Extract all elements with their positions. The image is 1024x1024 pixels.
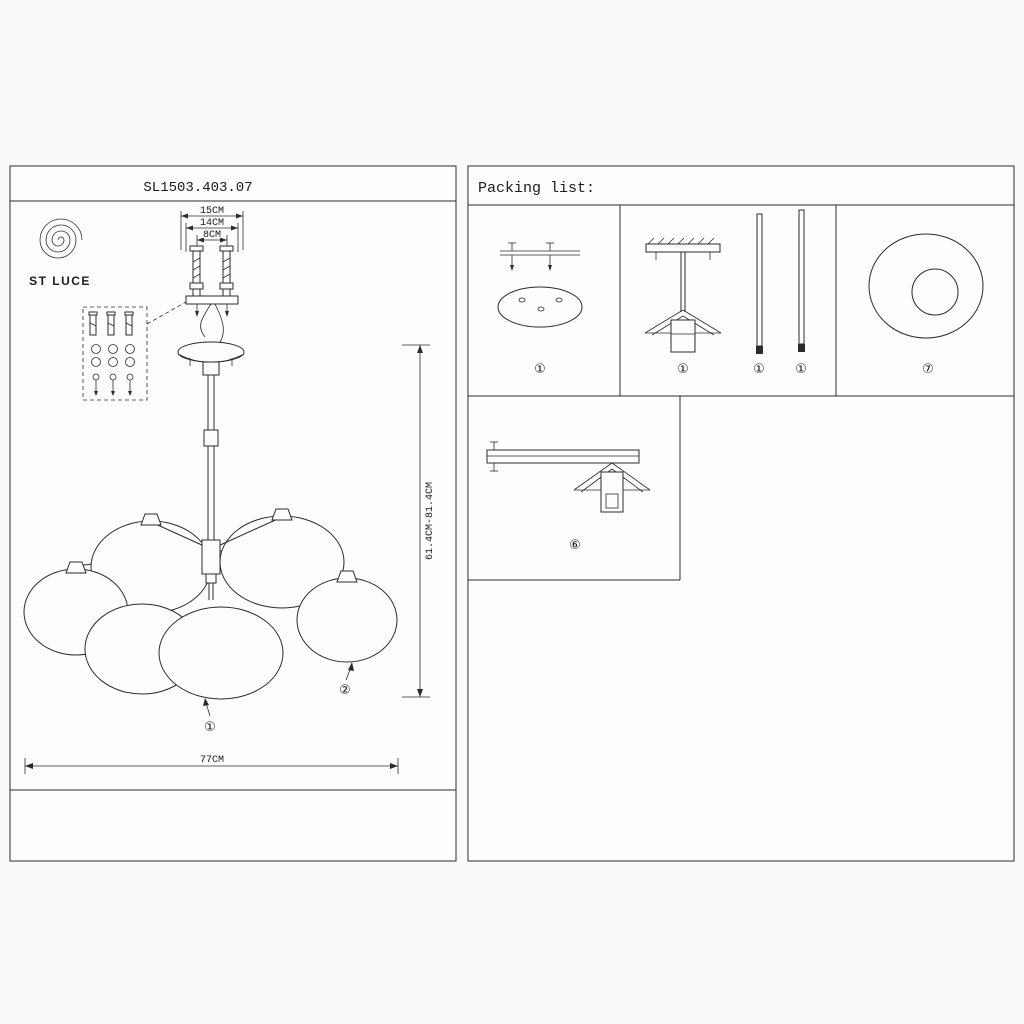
height-dimension: 61.4CM-81.4CM	[402, 344, 436, 698]
dim-total-width: 77CM	[200, 755, 224, 766]
packing-item-stem-assembly: ① ① ①	[644, 209, 807, 377]
wire	[200, 303, 212, 338]
callout-frame: ②	[339, 662, 354, 698]
qty-canopy: ①	[534, 362, 546, 377]
callout-2-label: ②	[339, 683, 351, 698]
shade-socket	[271, 508, 293, 521]
shade-hole	[911, 268, 959, 316]
st-luce-logo: ST LUCE	[29, 218, 91, 288]
brand-name: ST LUCE	[29, 274, 91, 288]
packing-item-canopy: ①	[497, 242, 583, 377]
wire	[214, 303, 224, 345]
shade-socket	[65, 561, 87, 574]
rod-short	[756, 213, 763, 347]
packing-item-glass-shade: ⑦	[868, 233, 984, 377]
callout-shade: ①	[203, 698, 216, 735]
qty-stem-assembly: ①	[677, 362, 689, 377]
packing-list-header: Packing list:	[478, 180, 595, 197]
glass-shade-cluster	[23, 508, 398, 700]
center-hub	[201, 539, 221, 575]
model-number: SL1503.403.07	[143, 180, 252, 196]
spiral-logo-icon	[39, 218, 83, 259]
hardware-detail-box	[82, 301, 187, 401]
width-dimension: 77CM	[24, 755, 399, 774]
shade-far-right	[296, 577, 398, 663]
shade-socket	[140, 513, 162, 526]
qty-glass-shade: ⑦	[922, 362, 934, 377]
mounting-dimensions: 15CM 14CM 8CM	[180, 205, 244, 254]
dim-14cm: 14CM	[200, 218, 224, 229]
shade-socket	[336, 570, 358, 583]
qty-rod-short: ①	[753, 362, 765, 377]
ceiling-bracket-drawing	[185, 245, 239, 345]
left-panel: SL1503.403.07	[9, 165, 457, 862]
dim-15cm: 15CM	[200, 206, 224, 217]
canopy-drawing	[177, 341, 245, 376]
rod-long	[798, 209, 805, 345]
packing-item-bracket-assembly: ⑥	[486, 441, 651, 553]
shade-bottom-center	[158, 606, 284, 700]
suspension-rod	[203, 375, 219, 540]
dim-8cm: 8CM	[203, 230, 221, 241]
dim-height-range: 61.4CM-81.4CM	[425, 482, 436, 560]
qty-rod-long: ①	[795, 362, 807, 377]
callout-1-label: ①	[204, 720, 216, 735]
qty-bracket-assembly: ⑥	[569, 538, 581, 553]
